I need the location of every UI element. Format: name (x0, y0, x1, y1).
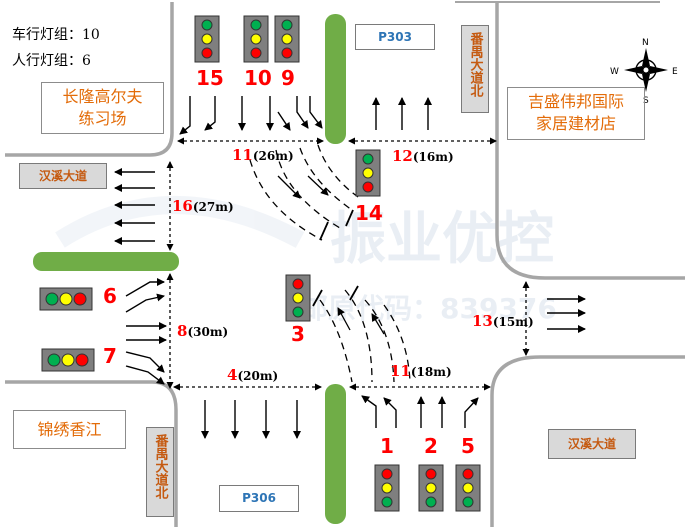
crossing-south-len: (20m) (237, 369, 279, 383)
signal-heads (39, 15, 481, 512)
signal-3 (285, 274, 311, 322)
compass-rose: N S W E (610, 38, 678, 106)
median-west (33, 252, 179, 271)
crossing-sw-len: (30m) (187, 325, 229, 339)
phase-2: 2 (424, 434, 438, 458)
curb-nw (5, 2, 174, 157)
crossing-east-num: 13 (472, 312, 493, 330)
phase-10: 10 (244, 66, 272, 90)
signal-10 (243, 15, 269, 63)
crossing-south-label: 4(20m) (227, 366, 278, 384)
compass-s: S (643, 96, 649, 106)
signal-14 (355, 149, 381, 197)
phase-7: 7 (103, 344, 117, 368)
road-west-label: 汉溪大道 (38, 169, 87, 183)
curb-ne (495, 2, 685, 280)
signal-1 (374, 464, 400, 512)
medians (33, 14, 346, 524)
signal-5 (455, 464, 481, 512)
place-nw-label: 长隆高尔夫 练习场 (62, 87, 143, 128)
place-nw: 长隆高尔夫 练习场 (41, 82, 164, 134)
phase-6: 6 (103, 284, 117, 308)
place-sw: 锦绣香江 (13, 410, 126, 449)
compass-w: W (610, 67, 619, 77)
road-edges (5, 1, 685, 527)
pedestrian-groups-text: 人行灯组：6 (12, 53, 91, 69)
signal-15 (194, 15, 220, 63)
crossing-north-label: 11(26m) (232, 146, 294, 164)
median-north (325, 14, 346, 144)
turning-paths (249, 144, 411, 383)
curb-se (490, 355, 685, 527)
crossing-west-num: 16 (172, 197, 193, 215)
crossing-ne-len: (16m) (412, 150, 454, 164)
median-south (325, 384, 346, 524)
crossing-se-num: 11 (390, 362, 411, 380)
phase-3: 3 (291, 322, 305, 346)
signal-2 (418, 464, 444, 512)
crossing-se-len: (18m) (410, 365, 452, 379)
pedestrian-crossings (166, 137, 530, 391)
crossing-sw-num: 8 (177, 322, 188, 340)
signal-6 (39, 287, 93, 311)
phase-1: 1 (380, 434, 394, 458)
phase-9: 9 (281, 66, 295, 90)
road-south: 番禺大道北 (146, 427, 174, 517)
crossing-west-label: 16(27m) (172, 197, 234, 215)
road-north-label: 番禺大道北 (467, 32, 483, 97)
place-ne-label: 吉盛伟邦国际 家居建材店 (527, 92, 624, 133)
watermark-main: 振业优控 (330, 207, 554, 272)
point-north-label: P303 (378, 30, 412, 44)
road-west: 汉溪大道 (19, 163, 107, 189)
point-south: P306 (219, 485, 299, 512)
place-sw-label: 锦绣香江 (37, 420, 102, 439)
vehicle-groups-text: 车行灯组：10 (12, 27, 100, 43)
point-south-label: P306 (242, 491, 276, 505)
compass-e: E (672, 67, 678, 77)
phase-14: 14 (355, 201, 383, 225)
crossing-east-label: 13(15m) (472, 312, 534, 330)
crossing-se-label: 11(18m) (390, 362, 452, 380)
signal-7 (41, 348, 95, 372)
road-north: 番禺大道北 (461, 25, 489, 113)
road-south-label: 番禺大道北 (152, 434, 168, 499)
signal-9 (274, 15, 300, 63)
crossing-sw-label: 8(30m) (177, 322, 228, 340)
crossing-south-num: 4 (227, 366, 238, 384)
crossing-north-num: 11 (232, 146, 253, 164)
lane-arrows (114, 96, 586, 439)
phase-5: 5 (461, 434, 475, 458)
curb-sw (5, 380, 178, 527)
road-east-label: 汉溪大道 (567, 437, 616, 451)
crossing-ne-label: 12(16m) (392, 147, 454, 165)
crossing-west-len: (27m) (192, 200, 234, 214)
road-east: 汉溪大道 (548, 429, 636, 459)
place-ne: 吉盛伟邦国际 家居建材店 (507, 87, 645, 140)
point-north: P303 (355, 24, 435, 50)
crossing-north-len: (26m) (252, 149, 294, 163)
crossing-east-len: (15m) (492, 315, 534, 329)
phase-15: 15 (196, 66, 224, 90)
compass-n: N (642, 38, 649, 48)
crossing-ne-num: 12 (392, 147, 413, 165)
watermark: 振业优控 邮原代码：839376 (55, 196, 557, 325)
